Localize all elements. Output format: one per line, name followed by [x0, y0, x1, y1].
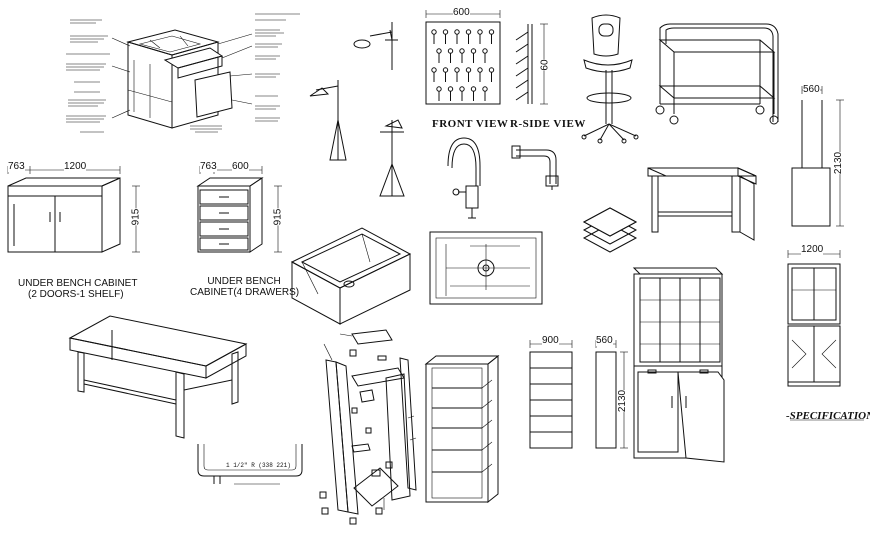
emergency-shower-group	[309, 22, 405, 197]
pegboard-peg	[477, 29, 483, 44]
pegboard-peg	[459, 48, 465, 63]
specifications-label: -SPECIFICATIONS:	[786, 410, 870, 422]
pegboard-peg	[488, 67, 495, 82]
pegboard-peg	[459, 86, 465, 101]
under-bench-4drawer-title: UNDER BENCH CABINET(4 DRAWERS)	[190, 276, 300, 298]
pegboard-peg	[454, 67, 460, 82]
pegboard-peg	[447, 48, 454, 63]
sink-section	[197, 444, 303, 485]
lab-sink-iso	[290, 227, 412, 325]
lab-chair	[581, 14, 639, 144]
gooseneck-faucet-front	[447, 137, 481, 219]
annotated-cabinet-iso	[66, 13, 300, 133]
pegboard-peg	[436, 48, 442, 63]
pegboard-peg	[482, 48, 488, 63]
pegboard-peg	[431, 29, 437, 44]
pegboard-peg	[436, 86, 442, 101]
pegboard-peg	[454, 29, 460, 44]
wall-cabinet-elevation	[787, 250, 841, 387]
cab2-depth-dim: 763	[8, 161, 25, 172]
lab-sink-plan	[429, 231, 543, 305]
cab4-depth-dim: 763	[200, 161, 217, 172]
under-bench-cabinet-2-doors	[7, 166, 140, 253]
pegboard-peg	[442, 67, 449, 82]
under-bench-cabinet-4-drawers	[196, 166, 282, 253]
shelf-height-dim: 2130	[617, 389, 629, 413]
pegboard-peg	[482, 86, 488, 101]
tall-unit-depth-dim: 560	[803, 84, 820, 95]
wall-cab-width-dim: 1200	[801, 244, 824, 255]
front-view-label: FRONT VIEW	[432, 118, 509, 130]
cab4-width-dim: 600	[232, 161, 249, 172]
trolley-cart	[655, 23, 779, 125]
cab4-height-dim: 915	[272, 208, 284, 226]
pegboard-width-dim: 600	[453, 7, 470, 18]
pegboard-side-dim: 60	[539, 59, 551, 71]
pegboard-peg	[488, 29, 495, 44]
under-bench-2door-title: UNDER BENCH CABINET (2 DOORS-1 SHELF)	[18, 278, 168, 300]
under-bench-4drawer-line2: CABINET(4 DRAWERS)	[190, 287, 300, 298]
pegboard-front-view	[425, 10, 501, 105]
pegboard-peg	[447, 86, 454, 101]
pegboard-peg	[442, 29, 449, 44]
lab-table-iso	[68, 315, 248, 439]
pegboard-peg	[465, 29, 472, 44]
glass-door-storage-cabinet	[632, 267, 725, 463]
lab-desk	[647, 167, 757, 241]
sink-drain-note: 1 1/2" R (338 221)	[226, 462, 291, 469]
pegboard-peg	[477, 67, 483, 82]
under-bench-2door-line1: UNDER BENCH CABINET	[18, 278, 138, 289]
shelf-depth-dim: 560	[596, 335, 613, 346]
side-view-label: R-SIDE VIEW	[510, 118, 586, 130]
gooseneck-faucet-side	[511, 145, 559, 190]
stacked-tiles	[582, 207, 638, 253]
pegboard-side-view	[515, 23, 548, 105]
pegboard-peg	[470, 86, 477, 101]
under-bench-2door-line2: (2 DOORS-1 SHELF)	[28, 289, 124, 300]
under-bench-4drawer-line1: UNDER BENCH	[207, 276, 281, 287]
open-bookshelf	[424, 354, 500, 504]
shelf-elevations	[529, 340, 628, 449]
shelf-width-dim: 900	[542, 335, 559, 346]
tall-unit-height-dim: 2130	[833, 151, 845, 175]
pegboard-peg	[465, 67, 472, 82]
pegboard-peg	[470, 48, 477, 63]
pegboard-peg	[431, 67, 437, 82]
exploded-cabinet-assembly	[319, 329, 417, 525]
cab2-height-dim: 915	[130, 208, 142, 226]
cab2-width-dim: 1200	[64, 161, 87, 172]
